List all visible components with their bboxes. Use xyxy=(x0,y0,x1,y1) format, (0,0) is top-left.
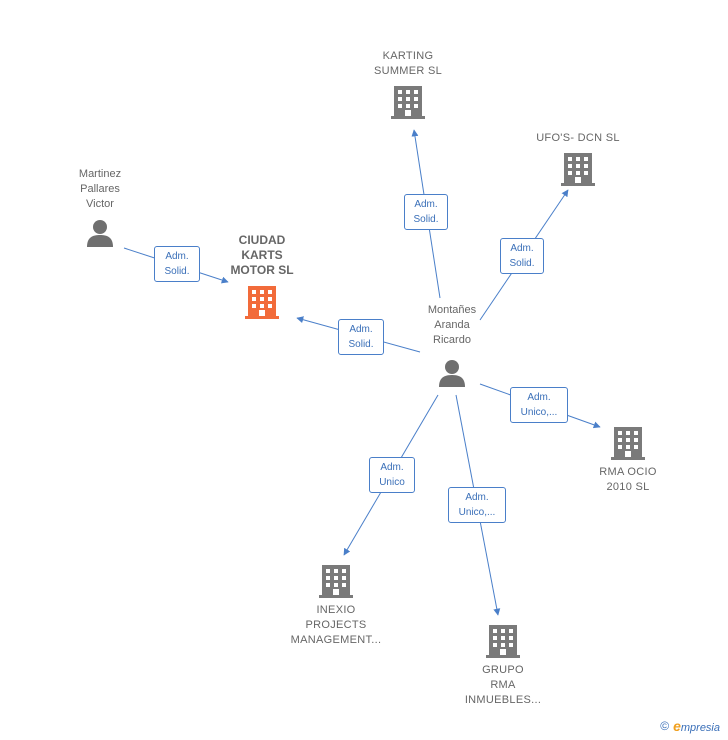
building-icon xyxy=(611,427,645,460)
node-label: GRUPO RMA INMUEBLES... xyxy=(464,664,542,706)
edge-label-montanes-inexio[interactable]: Adm. Unico xyxy=(369,457,415,493)
node-grupo-rma-inmuebles[interactable]: GRUPO RMA INMUEBLES... xyxy=(448,623,558,708)
node-rma-ocio-2010[interactable]: RMA OCIO 2010 SL xyxy=(584,425,672,495)
edge-label-martinez-ciudad[interactable]: Adm. Solid. xyxy=(154,246,200,282)
brand-credit: © empresia xyxy=(660,718,720,734)
node-label: Martinez Pallares Victor xyxy=(78,168,122,210)
node-label: KARTING SUMMER SL xyxy=(373,50,443,77)
brand-name: mpresia xyxy=(680,722,720,734)
node-martinez-pallares-victor[interactable]: Martinez Pallares Victor xyxy=(58,167,142,248)
edge-label-montanes-rma-ocio[interactable]: Adm. Unico,... xyxy=(510,387,568,423)
edge-label-montanes-grupo-rma[interactable]: Adm. Unico,... xyxy=(448,487,506,523)
building-icon xyxy=(319,565,353,598)
node-label: CIUDAD KARTS MOTOR SL xyxy=(230,233,294,277)
node-inexio-projects[interactable]: INEXIO PROJECTS MANAGEMENT... xyxy=(276,563,396,648)
building-icon xyxy=(245,286,279,319)
building-icon xyxy=(486,625,520,658)
brand-logo: empresia xyxy=(673,718,720,734)
brand-initial: e xyxy=(673,718,681,734)
person-icon xyxy=(87,220,113,247)
building-icon xyxy=(391,86,425,119)
node-ciudad-karts-motor[interactable]: CIUDAD KARTS MOTOR SL xyxy=(216,233,308,320)
node-ufos-dcn[interactable]: UFO'S- DCN SL xyxy=(526,131,630,187)
node-label: INEXIO PROJECTS MANAGEMENT... xyxy=(290,604,382,646)
edge-label-montanes-karting[interactable]: Adm. Solid. xyxy=(404,194,448,230)
building-icon xyxy=(561,153,595,186)
copyright-symbol: © xyxy=(660,719,670,733)
node-label: UFO'S- DCN SL xyxy=(536,132,620,144)
edge-label-montanes-ufos[interactable]: Adm. Solid. xyxy=(500,238,544,274)
person-icon xyxy=(439,360,465,387)
node-label: Montañes Aranda Ricardo xyxy=(427,304,477,346)
node-label: RMA OCIO 2010 SL xyxy=(599,466,657,493)
node-montanes-aranda-ricardo[interactable]: Montañes Aranda Ricardo xyxy=(410,303,494,388)
edge-label-montanes-ciudad[interactable]: Adm. Solid. xyxy=(338,319,384,355)
node-karting-summer[interactable]: KARTING SUMMER SL xyxy=(362,49,454,120)
